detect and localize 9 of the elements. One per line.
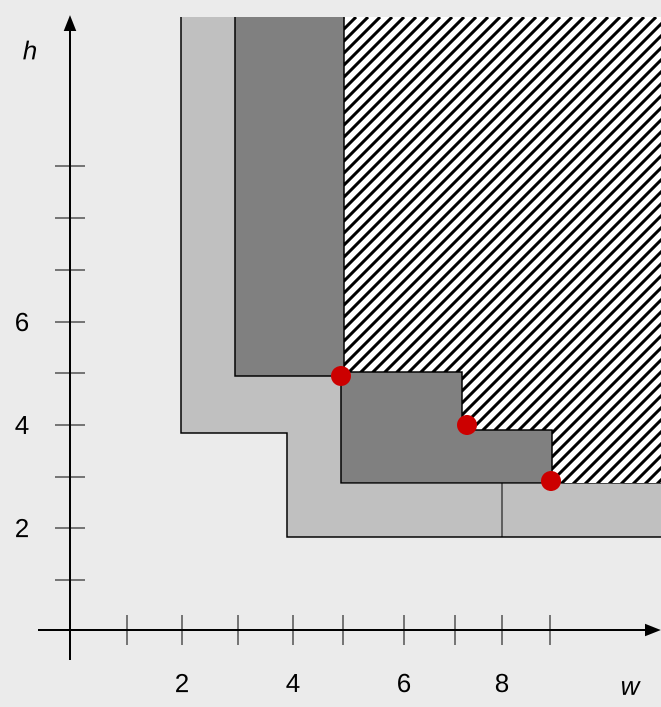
axis-label: h	[23, 40, 36, 60]
tick-label: 6	[16, 312, 28, 332]
tick-label: 4	[15, 416, 28, 434]
tick-label: 8	[496, 674, 508, 692]
tick-label: 4	[286, 674, 300, 692]
tick-label: 6	[398, 674, 410, 692]
tick-label: 2	[176, 674, 188, 692]
axis-label: w	[622, 681, 641, 695]
tick-label: 2	[16, 518, 28, 538]
